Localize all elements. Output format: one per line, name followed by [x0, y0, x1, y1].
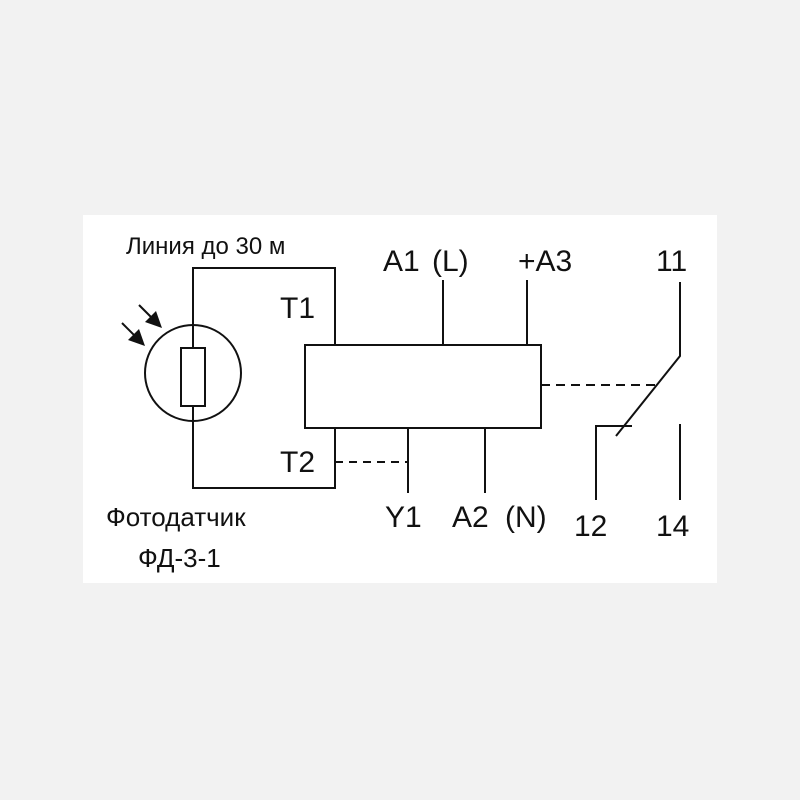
n-label: (N) — [505, 501, 547, 534]
a1-label: A1 — [383, 245, 420, 278]
a2-label: A2 — [452, 501, 489, 534]
relay-body — [304, 344, 542, 429]
contact-12-label: 12 — [574, 510, 607, 543]
sensor-model-label: ФД-3-1 — [138, 543, 221, 573]
contact-nc-12 — [595, 425, 632, 500]
contact-14-label: 14 — [656, 510, 689, 543]
line-length-label: Линия до 30 м — [126, 233, 285, 260]
sensor-upper-wire — [192, 267, 336, 345]
sensor-lower-wire — [192, 420, 336, 489]
t1-label: T1 — [280, 292, 315, 325]
a3-label: +A3 — [518, 245, 572, 278]
sensor-name-label: Фотодатчик — [106, 502, 246, 532]
y1-label: Y1 — [385, 501, 422, 534]
contact-common — [615, 282, 681, 437]
contact-11-label: 11 — [656, 245, 687, 278]
light-arrow-1-head — [128, 329, 145, 346]
t2-label: T2 — [280, 446, 315, 479]
photoresistor — [180, 347, 206, 407]
light-arrow-2-head — [145, 311, 162, 328]
l-label: (L) — [432, 245, 469, 278]
